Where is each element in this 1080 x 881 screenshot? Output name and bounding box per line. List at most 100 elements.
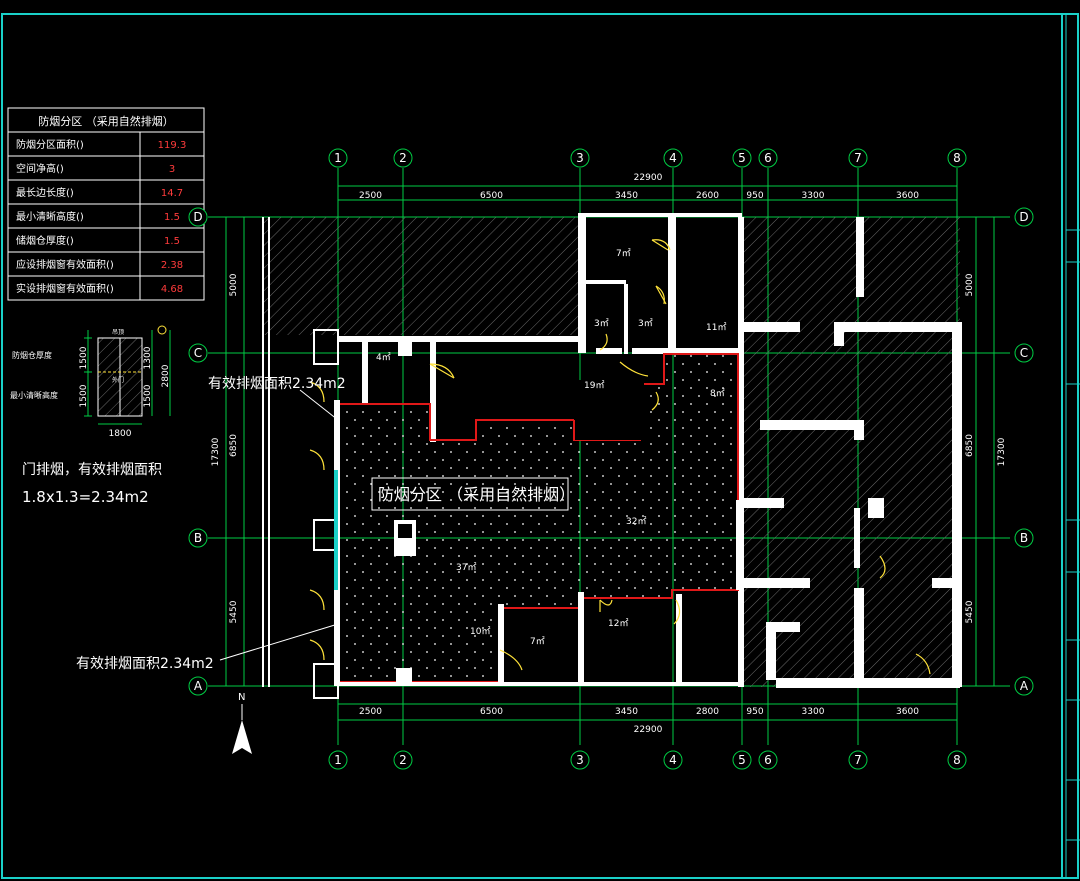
door-dim-left-2: 1500 bbox=[79, 384, 89, 407]
grid-bubble bbox=[947, 750, 967, 770]
grid-row-label: B bbox=[194, 531, 202, 545]
room-area-32: 32㎡ bbox=[626, 516, 646, 527]
grid-bubble bbox=[1014, 343, 1034, 363]
north-arrow: N bbox=[232, 692, 252, 754]
door-smoke-note-line2: 1.8x1.3=2.34m2 bbox=[22, 488, 149, 506]
column-upper bbox=[313, 329, 339, 365]
right-walls bbox=[738, 217, 962, 688]
grid-bubble bbox=[570, 750, 590, 770]
top-total-dim: 22900 bbox=[634, 173, 663, 183]
top-dim: 2500 bbox=[359, 191, 382, 201]
grid-column-label: 3 bbox=[576, 151, 584, 165]
grid-column-label: 8 bbox=[953, 753, 961, 767]
room-area-8: 8㎡ bbox=[710, 388, 725, 399]
top-dim: 3600 bbox=[896, 191, 919, 201]
table-row-value: 3 bbox=[169, 164, 175, 175]
grid-bubble bbox=[393, 750, 413, 770]
grid-bubble bbox=[1014, 676, 1034, 696]
door-detail: 吊顶 外门 1500 1500 1300 1500 2800 1800 防烟仓厚… bbox=[10, 325, 171, 439]
grid-bubble bbox=[328, 148, 348, 168]
callout-upper: 有效排烟面积2.34m2 bbox=[208, 376, 346, 392]
door-dim-total: 2800 bbox=[161, 364, 171, 387]
door-swings bbox=[309, 239, 931, 675]
left-total-dim: 17300 bbox=[211, 437, 221, 466]
room-area-37: 37㎡ bbox=[456, 562, 476, 573]
hatched-area-top-left bbox=[262, 217, 578, 335]
grid-bubble bbox=[732, 148, 752, 168]
room-area-7b: 7㎡ bbox=[530, 636, 545, 647]
table-row-value: 14.7 bbox=[161, 188, 183, 199]
grid-column-label: 6 bbox=[764, 753, 772, 767]
top-dim: 3450 bbox=[615, 191, 638, 201]
bottom-dim: 950 bbox=[746, 707, 763, 717]
drawing-frame bbox=[1, 13, 1079, 879]
room-area-3a: 3㎡ bbox=[594, 318, 609, 329]
table-title: 防烟分区 （采用自然排烟） bbox=[38, 114, 174, 128]
room-area-4: 4㎡ bbox=[376, 352, 391, 363]
column-lower bbox=[313, 663, 339, 699]
grid-bubble bbox=[1014, 207, 1034, 227]
grid-row-label: C bbox=[194, 346, 202, 360]
table-row-label: 防烟分区面积() bbox=[16, 138, 84, 151]
door-dim-left-1: 1500 bbox=[79, 346, 89, 369]
top-dim: 6500 bbox=[480, 191, 503, 201]
table-row-value: 1.5 bbox=[164, 236, 180, 247]
right-dim: 6850 bbox=[965, 434, 975, 457]
grid-row-label: A bbox=[194, 679, 203, 693]
grid-bubble bbox=[188, 528, 208, 548]
grid-row-label: B bbox=[1020, 531, 1028, 545]
door-dim-right-2: 1500 bbox=[143, 384, 153, 407]
grid-bubble bbox=[188, 207, 208, 227]
table-row-label: 实设排烟窗有效面积() bbox=[16, 282, 114, 295]
table-row-label: 最小清晰高度() bbox=[16, 210, 84, 223]
door-label-bottom: 最小清晰高度 bbox=[10, 390, 58, 400]
glass-facade bbox=[334, 470, 338, 590]
grid-bubble bbox=[663, 750, 683, 770]
room-area-10: 10㎡ bbox=[470, 626, 490, 637]
grid-column-label: 8 bbox=[953, 151, 961, 165]
door-detail-door-tag: 外门 bbox=[112, 376, 124, 384]
room-area-11: 11㎡ bbox=[706, 322, 726, 333]
grid-column-label: 1 bbox=[334, 151, 342, 165]
top-dim: 2600 bbox=[696, 191, 719, 201]
bottom-total-dim: 22900 bbox=[634, 725, 663, 735]
smoke-zone-area bbox=[337, 353, 739, 683]
zone-label-box bbox=[371, 477, 569, 511]
left-dim: 6850 bbox=[229, 434, 239, 457]
table-row-value: 119.3 bbox=[158, 140, 187, 151]
bottom-dim: 2500 bbox=[359, 707, 382, 717]
room-area-12: 12㎡ bbox=[608, 618, 628, 629]
grid-bubble bbox=[848, 750, 868, 770]
bottom-dim: 2800 bbox=[696, 707, 719, 717]
top-dim: 3300 bbox=[802, 191, 825, 201]
grid-bubble bbox=[570, 148, 590, 168]
table-row-label: 最长边长度() bbox=[16, 186, 74, 199]
grid-column-label: 2 bbox=[399, 151, 407, 165]
zone-label: 防烟分区 （采用自然排烟） bbox=[378, 485, 575, 504]
grid-row-label: A bbox=[1020, 679, 1029, 693]
grid-bubble bbox=[188, 676, 208, 696]
right-dim: 5000 bbox=[965, 273, 975, 296]
grid-bubble bbox=[1014, 528, 1034, 548]
table-row-label: 空间净高() bbox=[16, 162, 64, 175]
room-area-7a: 7㎡ bbox=[616, 248, 631, 259]
door-dim-right-1: 1300 bbox=[143, 346, 153, 369]
bottom-dim: 3450 bbox=[615, 707, 638, 717]
grid-column-label: 5 bbox=[738, 753, 746, 767]
grid-bubble bbox=[947, 148, 967, 168]
room-area-19: 19㎡ bbox=[584, 380, 604, 391]
grid-bubble bbox=[188, 343, 208, 363]
north-label: N bbox=[238, 692, 245, 703]
grid-column-label: 7 bbox=[854, 151, 862, 165]
room-area-3b: 3㎡ bbox=[638, 318, 653, 329]
grid-column-label: 1 bbox=[334, 753, 342, 767]
grid-bubble bbox=[758, 750, 778, 770]
grid-column-label: 7 bbox=[854, 753, 862, 767]
grid-row-label: D bbox=[1019, 210, 1028, 224]
callout-lower: 有效排烟面积2.34m2 bbox=[76, 656, 214, 672]
bottom-dim: 3600 bbox=[896, 707, 919, 717]
grid-bubble bbox=[328, 750, 348, 770]
door-detail-top-tag: 吊顶 bbox=[112, 329, 124, 336]
grid-bubble bbox=[663, 148, 683, 168]
grid-bubble bbox=[732, 750, 752, 770]
